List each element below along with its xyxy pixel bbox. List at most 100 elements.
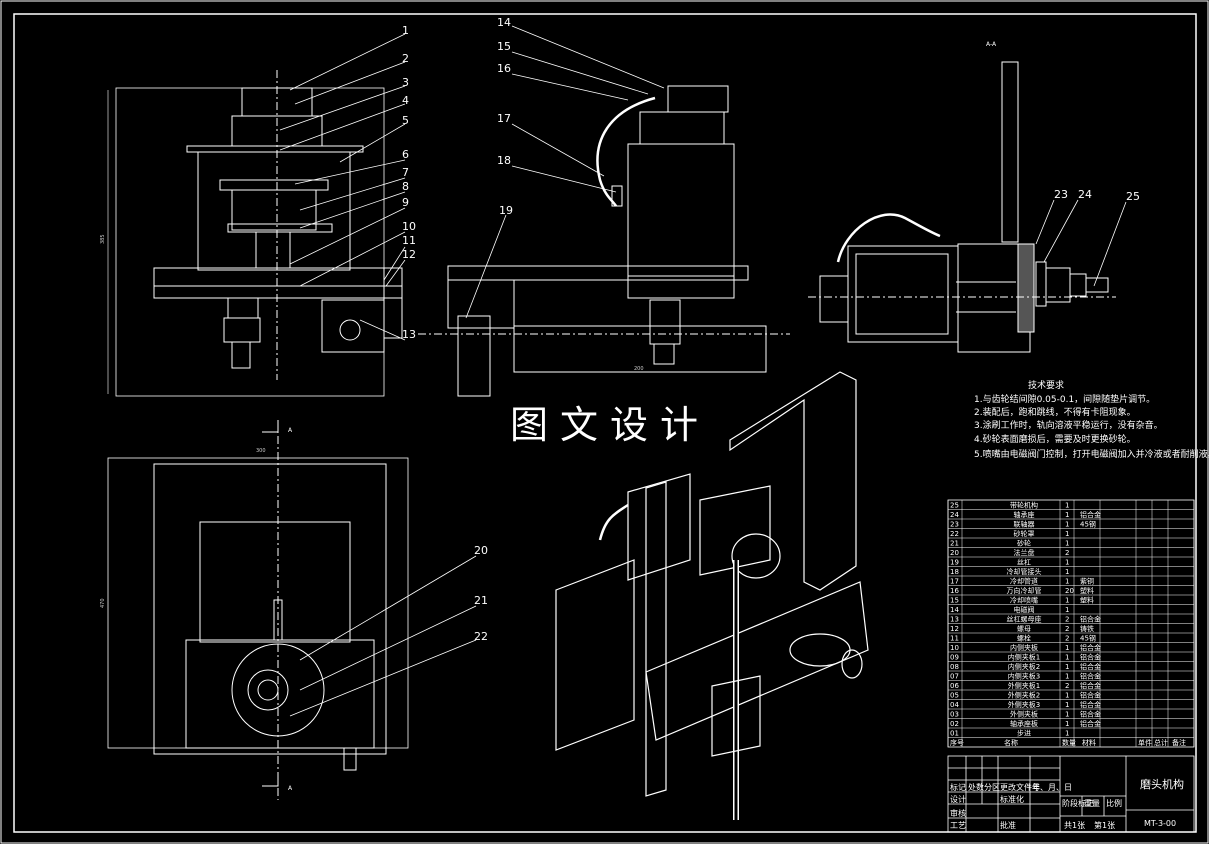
top-view-window: [199, 521, 351, 643]
hose-fitting: [611, 185, 623, 207]
title-block-label: 批准: [1000, 820, 1016, 830]
title-block-label: 设计: [950, 794, 966, 804]
bom-material: 铝合金: [1080, 643, 1101, 652]
title-block-label: 共1张: [1064, 821, 1085, 830]
lower-coupling: [227, 297, 259, 319]
bom-quantity: 2: [1065, 616, 1069, 624]
section-flange: [1017, 243, 1035, 333]
bom-number: 22: [950, 530, 959, 538]
bom-number: 06: [950, 682, 959, 690]
iso-side-plate: [555, 559, 635, 751]
bom-material: 铝合金: [1080, 510, 1101, 519]
drawing-number: MT-3-00: [1144, 819, 1176, 828]
side-motor-top: [639, 111, 725, 145]
bom-number: 13: [950, 616, 959, 624]
title-block-label: 分区: [984, 783, 1000, 792]
title-block-label: 第1张: [1094, 820, 1115, 830]
bom-name: 轴承座: [1014, 510, 1035, 519]
iso-motor: [731, 533, 781, 579]
title-block-label: 标准化: [1000, 794, 1024, 804]
bom-name: 螺栓: [1017, 634, 1031, 643]
bearing-circle: [339, 319, 361, 341]
bom-name: 外侧夹板1: [1008, 681, 1040, 690]
bom-quantity: 1: [1065, 568, 1069, 576]
bom-name: 带轮机构: [1010, 501, 1038, 510]
bom-name: 内侧夹板1: [1008, 653, 1040, 662]
bom-header-cell: 序号: [950, 738, 964, 747]
motor-head: [241, 87, 313, 117]
bom-name: 外侧夹板: [1010, 710, 1038, 719]
bom-material: 铝合金: [1080, 691, 1101, 700]
iso-nut-block: [711, 675, 761, 757]
bom-quantity: 1: [1065, 530, 1069, 538]
part-number-label: 1: [402, 24, 409, 37]
title-block-label: 比例: [1106, 798, 1122, 808]
bom-quantity: 1: [1065, 720, 1069, 728]
dimension-text: 300: [256, 448, 266, 454]
bom-name: 冷却管接头: [1007, 567, 1042, 576]
section-view: [808, 61, 1116, 353]
section-coupling: [1035, 261, 1047, 307]
section-inner: [855, 253, 949, 335]
bom-name: 螺母: [1017, 624, 1031, 633]
bom-name: 内侧夹板3: [1008, 672, 1040, 681]
bom-quantity: 1: [1065, 559, 1069, 567]
bom-quantity: 1: [1065, 692, 1069, 700]
tech-req-line: 1.与齿轮结间隙0.05-0.1，间隙随垫片调节。: [974, 393, 1155, 405]
iso-column: [729, 371, 857, 591]
bom-name: 电磁阀: [1014, 605, 1035, 614]
inner-border: [13, 13, 1197, 833]
dimension-text: 385: [100, 234, 106, 244]
section-left-cap: [819, 275, 849, 323]
part-number-label: 18: [497, 154, 511, 167]
bom-header-cell: 数量: [1062, 738, 1076, 747]
part-number-label: 14: [497, 16, 511, 29]
tech-req-line: 3.涂刷工作时，轨向溶液平稳运行，没有杂音。: [974, 419, 1163, 431]
bom-number: 03: [950, 711, 959, 719]
part-number-label: 15: [497, 40, 511, 53]
top-view: [107, 420, 409, 800]
section-motor-shaft: [1085, 277, 1109, 293]
section-hose: [836, 213, 941, 263]
coolant-hose: [596, 96, 656, 207]
bom-quantity: 1: [1065, 654, 1069, 662]
bom-number: 12: [950, 625, 959, 633]
bom-name: 砂轮: [1017, 539, 1031, 548]
part-number-label: 13: [402, 328, 416, 341]
watermark-text: 图文设计: [510, 403, 710, 447]
bom-material: 塑料: [1080, 596, 1094, 605]
tech-req-line: 5.喷嘴由电磁阀门控制，打开电磁阀加入并冷液或者耐削液。: [974, 448, 1209, 460]
isometric-view: [555, 371, 869, 820]
technical-requirements: 技术要求 1.与齿轮结间隙0.05-0.1，间隙随垫片调节。 2.装配后，跑和跳…: [974, 379, 1209, 460]
bom-name: 冷却管道: [1010, 577, 1038, 586]
part-number-label: 11: [402, 234, 416, 247]
bom-number: 01: [950, 730, 959, 738]
bom-name: 冷却喷嘴: [1010, 596, 1038, 605]
bom-header-cell: 备注: [1172, 738, 1186, 747]
dimension-text: 200: [634, 366, 644, 372]
bom-quantity: 1: [1065, 711, 1069, 719]
title-block-label: 标记: [950, 782, 966, 792]
side-base: [447, 265, 749, 281]
bom-name: 丝杠螺母座: [1007, 615, 1042, 624]
part-number-label: 22: [474, 630, 488, 643]
part-number-label: 12: [402, 248, 416, 261]
bom-material: 铝合金: [1080, 662, 1101, 671]
grinder-plate: [185, 639, 375, 749]
bom-number: 15: [950, 597, 959, 605]
bom-number: 16: [950, 587, 959, 595]
bom-quantity: 1: [1065, 701, 1069, 709]
bom-quantity: 1: [1065, 730, 1069, 738]
bom-quantity: 1: [1065, 511, 1069, 519]
bom-quantity: 1: [1065, 644, 1069, 652]
